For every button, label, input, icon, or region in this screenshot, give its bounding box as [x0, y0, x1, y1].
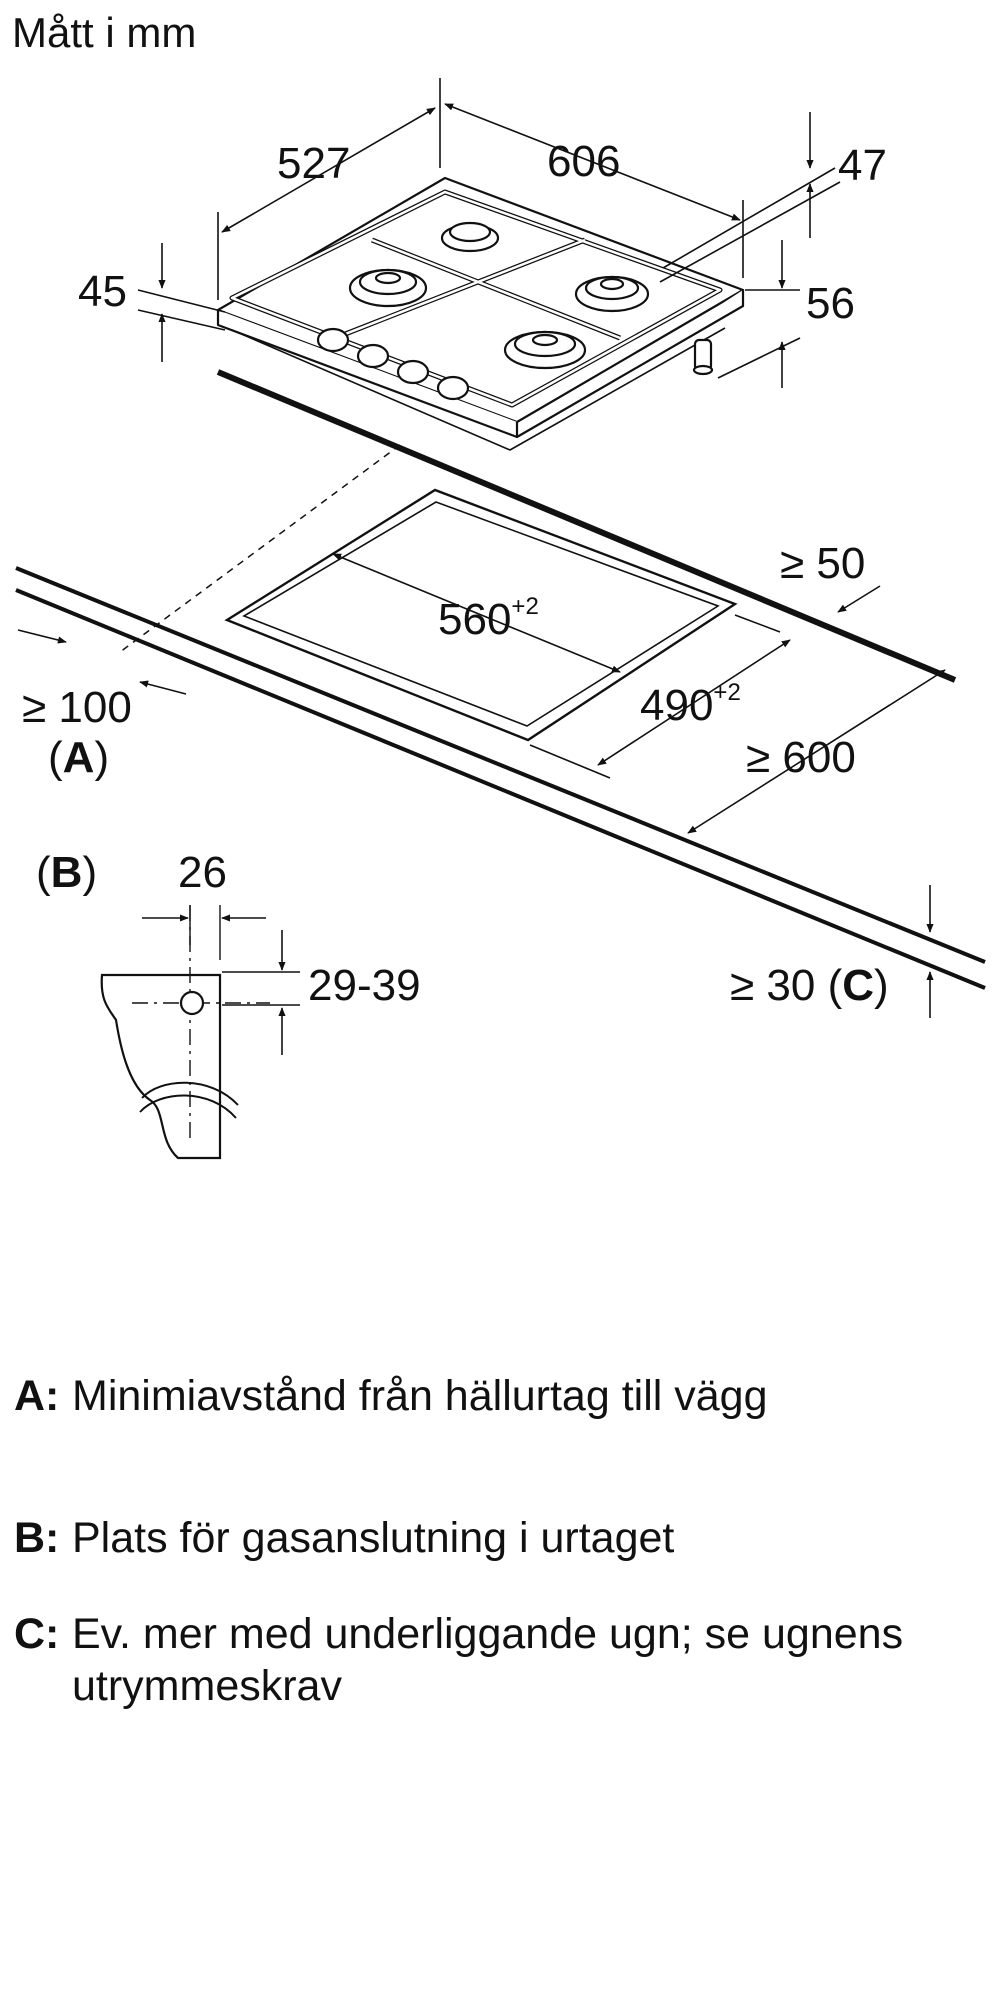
- dim-connection-width: 26: [178, 848, 227, 897]
- legend-text-c: Ev. mer med underliggande ugn; se ugnens…: [72, 1610, 904, 1710]
- dim-56: 56: [806, 279, 855, 328]
- worktop-rear-edge: [216, 369, 957, 683]
- burners: [348, 221, 650, 370]
- cutout-inner: [242, 501, 720, 727]
- worktop-dimension-lines: [17, 553, 946, 1018]
- hob-plate-edge: [216, 310, 519, 439]
- knob: [316, 327, 350, 353]
- legend-item-c: C: Ev. mer med underliggande ugn; se ugn…: [14, 1608, 974, 1712]
- hob-top-plate: [216, 176, 745, 424]
- dim-560: 560+2: [438, 593, 539, 644]
- dim-front-clearance: ≥ 600: [746, 733, 856, 782]
- dim-490-tolerance: +2: [713, 679, 740, 706]
- dim-47: 47: [838, 141, 887, 190]
- legend-key-b: B:: [14, 1514, 60, 1562]
- worktop-drawing: [15, 369, 986, 990]
- hob-dimension-lines: [137, 78, 841, 388]
- dim-rear-clearance: ≥ 50: [780, 539, 865, 588]
- dim-490-value: 490: [640, 681, 713, 730]
- hob-drawing: [216, 176, 745, 451]
- dim-wall-clearance: ≥ 100: [22, 683, 132, 732]
- legend-item-b: B: Plats för gasanslutning i urtaget: [14, 1512, 974, 1564]
- gas-hose: [141, 1081, 239, 1106]
- legend-text-a: Minimiavstånd från hällurtag till vägg: [72, 1372, 768, 1420]
- dim-45: 45: [78, 267, 127, 316]
- worktop-front-edge: [15, 566, 986, 964]
- control-knobs: [316, 327, 470, 401]
- dim-connection-height: 29-39: [308, 961, 421, 1010]
- hob-body: [231, 327, 726, 451]
- dim-606: 606: [547, 137, 620, 186]
- page-title: Mått i mm: [12, 9, 196, 56]
- dim-bottom-clearance: ≥ 30 (C): [730, 961, 889, 1010]
- knob: [436, 375, 470, 401]
- marker-c-letter: C: [842, 961, 874, 1010]
- dim-560-tolerance: +2: [511, 593, 538, 620]
- gas-inlet-icon: [179, 990, 205, 1016]
- legend-key-a: A:: [14, 1372, 60, 1420]
- dim-527: 527: [277, 139, 350, 188]
- gas-connection-detail: [100, 905, 300, 1160]
- marker-a-letter: A: [63, 733, 95, 782]
- dim-560-value: 560: [438, 595, 511, 644]
- legend-item-a: A: Minimiavstånd från hällurtag till väg…: [14, 1370, 974, 1422]
- legend-key-c: C:: [14, 1610, 60, 1658]
- wall-line: [119, 444, 401, 653]
- legend-text-b: Plats för gasanslutning i urtaget: [72, 1514, 675, 1562]
- knob: [356, 343, 390, 369]
- knob: [396, 359, 430, 385]
- marker-b-letter: B: [51, 848, 83, 897]
- dim-490: 490+2: [640, 679, 741, 730]
- marker-a: (A): [48, 733, 109, 782]
- marker-b: (B): [36, 848, 97, 897]
